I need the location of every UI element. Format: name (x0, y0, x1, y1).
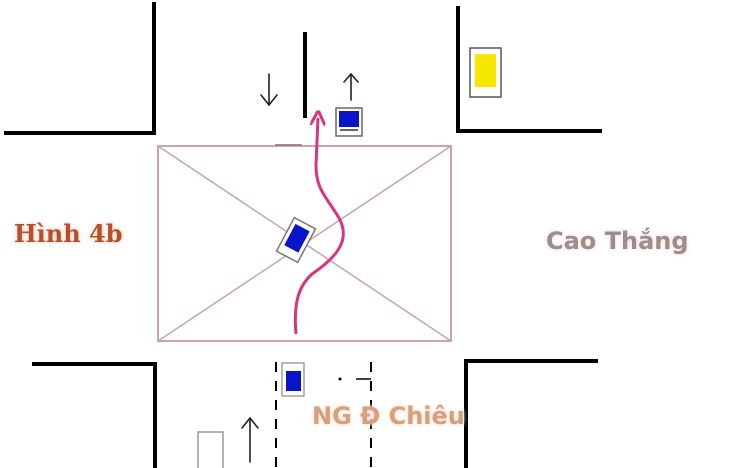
figure-label: Hình 4b (14, 219, 123, 248)
road-corner-top-right (456, 6, 602, 133)
street-name-south: NG Đ Chiêu (312, 402, 465, 430)
vehicle-path (293, 118, 345, 335)
vehicle-north-lane (335, 107, 363, 137)
vehicle-turning (275, 216, 317, 264)
road-corner-top-left (4, 2, 156, 135)
arrow-down-icon (260, 73, 278, 107)
road-corner-bottom-left (32, 362, 157, 468)
vehicle-south-lane (281, 362, 305, 397)
arrow-up-icon (241, 416, 259, 463)
lane-dot-south (338, 377, 342, 381)
road-corner-bottom-right (464, 359, 598, 468)
intersection-box (157, 145, 452, 342)
arrow-up-icon (343, 72, 359, 101)
parked-vehicle (469, 47, 502, 98)
empty-vehicle-outline (197, 431, 224, 468)
street-name-east: Cao Thắng (546, 227, 689, 255)
